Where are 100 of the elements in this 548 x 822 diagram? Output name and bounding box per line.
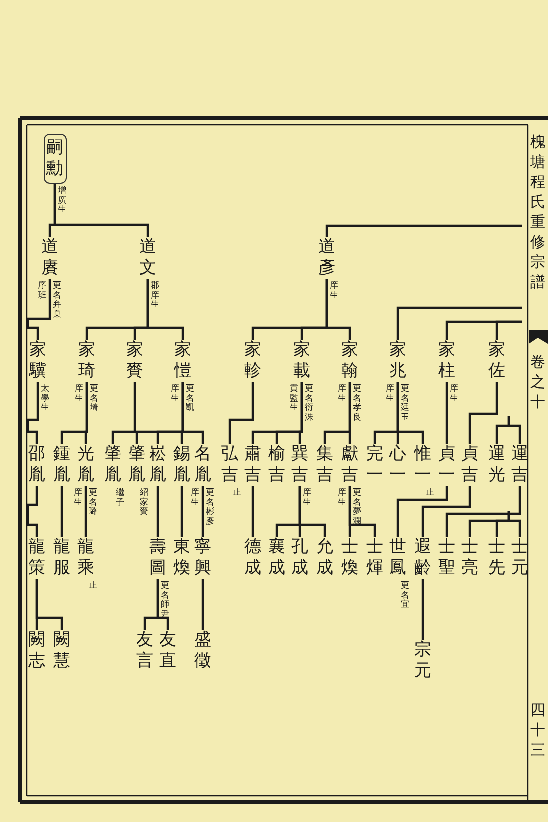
tree-line (180, 486, 184, 537)
name-text: 家軫 (244, 340, 262, 382)
margin-title: 四十三 (530, 700, 546, 760)
tree-line (228, 382, 254, 444)
annotation: 庠生 (338, 385, 347, 404)
name-text: 遐齡 (414, 537, 432, 579)
tree-line (446, 486, 522, 537)
tree-line (298, 382, 304, 444)
tree-line (36, 579, 64, 630)
annotation: 庠生 (303, 489, 312, 508)
tree-line (202, 486, 204, 537)
tree-line (156, 579, 170, 630)
annotation: 更名孝良 (353, 385, 362, 423)
name-text: 錫胤 (174, 444, 190, 486)
name-text: 德成 (244, 537, 262, 579)
name-text: 榆吉 (268, 444, 286, 486)
tree-line (396, 306, 522, 340)
annotation: 繼子 (116, 489, 125, 508)
name-text: 士煥 (342, 537, 358, 579)
annotation: 庠生 (386, 385, 395, 404)
name-text: 龍策 (28, 537, 46, 579)
tree-line (496, 320, 522, 340)
name-text: 壽圖 (150, 537, 166, 579)
name-text: 士亮 (462, 537, 478, 579)
annotation: 庠生 (171, 385, 180, 404)
name-text: 家兆 (390, 340, 406, 382)
name-text: 貞吉 (462, 444, 478, 486)
annotation: 更名埼 (90, 385, 99, 414)
tree-line (26, 486, 38, 537)
name-text: 巽吉 (292, 444, 308, 486)
tree-line (156, 486, 160, 537)
tree-line (396, 486, 448, 537)
name-text: 道賡 (42, 237, 58, 279)
name-text: 道文 (140, 237, 156, 279)
tree-line (348, 382, 352, 444)
name-text: 闕慧 (54, 630, 70, 672)
name-text: 運吉 (512, 444, 528, 486)
name-text: 貞一 (438, 444, 456, 486)
annotation: 增廣生 (58, 187, 67, 216)
annotation: 更名彬彥 (206, 489, 215, 527)
name-text: 士元 (512, 537, 528, 579)
annotation: 更名衍洙 (305, 385, 314, 423)
name-text: 士先 (488, 537, 506, 579)
tree-line (112, 382, 136, 444)
tree-line (446, 382, 448, 444)
tree-line (396, 382, 424, 444)
tree-line (26, 382, 40, 444)
annotation: 止 (426, 489, 435, 498)
name-text: 宗元 (414, 640, 432, 682)
name-text: 集吉 (316, 444, 334, 486)
name-text: 名胤 (194, 444, 212, 486)
tree-line (182, 382, 204, 444)
tree-line (298, 486, 326, 537)
name-text: 友直 (160, 630, 176, 672)
name-text: 肇胤 (104, 444, 122, 486)
annotation: 止 (89, 582, 98, 592)
tree-line (508, 511, 522, 537)
annotation: 序班 (38, 282, 47, 301)
name-text: 家愷 (174, 340, 192, 382)
margin-title: 槐塘程氏重修宗譜 (530, 132, 546, 292)
name-text: 家柱 (438, 340, 456, 382)
tree-line (348, 486, 376, 537)
name-text: 獻吉 (342, 444, 358, 486)
tree-line (508, 416, 522, 444)
name-text: 龍乘 (78, 537, 94, 579)
name-text: 東煥 (174, 537, 190, 579)
tree-line (326, 279, 352, 340)
name-text: 完一 (366, 444, 384, 486)
annotation: 太學生 (41, 385, 50, 414)
tree-line (202, 579, 204, 630)
name-text: 弘吉 (222, 444, 238, 486)
name-text: 士聖 (438, 537, 456, 579)
tree-line (54, 184, 150, 237)
annotation: 更名凱 (186, 385, 195, 414)
tree-line (26, 279, 52, 340)
annotation: 庠生 (74, 489, 83, 508)
annotation: 庠生 (450, 385, 459, 404)
name-text: 盛徵 (194, 630, 212, 672)
name-text: 孔成 (292, 537, 308, 579)
name-text: 崧胤 (150, 444, 166, 486)
name-text: 家賚 (126, 340, 144, 382)
tree-line (422, 486, 472, 537)
name-text: 道彥 (318, 237, 336, 279)
annotation: 庠生 (330, 282, 339, 301)
annotation: 紹家賚 (140, 489, 149, 518)
name-box: 嗣勳 (44, 134, 66, 184)
name-text: 家佐 (488, 340, 506, 382)
tree-line (60, 486, 64, 537)
annotation: 更名璐 (89, 489, 98, 518)
annotation: 止 (233, 489, 242, 498)
annotation: 郡庠生 (151, 282, 160, 310)
name-text: 闕志 (28, 630, 46, 672)
name-text: 鍾胤 (54, 444, 70, 486)
name-text: 光胤 (78, 444, 94, 486)
name-text: 襄成 (268, 537, 286, 579)
tree-line (326, 224, 522, 237)
name-text: 友言 (136, 630, 154, 672)
annotation: 庠生 (338, 489, 347, 508)
name-text: 運光 (488, 444, 506, 486)
annotation: 更名弁臬 (53, 282, 62, 320)
